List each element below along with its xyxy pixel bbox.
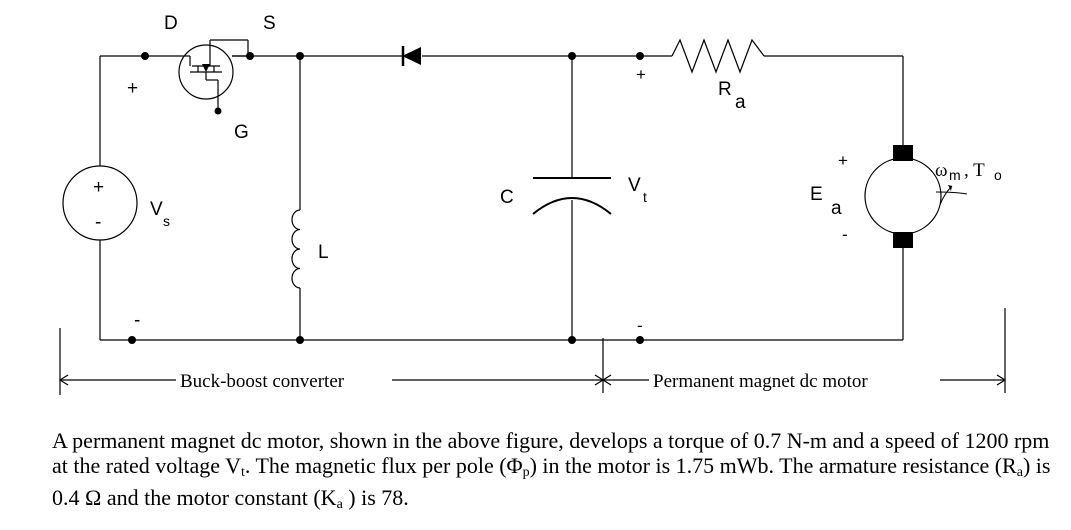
gate-label: G <box>234 122 249 143</box>
vs-minus: - <box>95 212 101 233</box>
mosfet-switch <box>178 39 250 111</box>
motor <box>864 145 968 248</box>
ea-minus: - <box>842 225 848 244</box>
pm-motor-label: Permanent magnet dc motor <box>653 371 868 392</box>
problem-sub-a2: a <box>336 497 343 512</box>
capacitor-label: C <box>500 187 514 208</box>
ra-label: R <box>718 79 732 100</box>
problem-text-3: ) in the motor is 1.75 mWb. The armature… <box>529 453 1017 478</box>
problem-sub-t: t <box>240 465 245 480</box>
vs-plus: + <box>93 177 104 198</box>
section-markers <box>58 308 1007 395</box>
side-wires <box>99 56 904 340</box>
vs-label: V <box>150 199 163 220</box>
problem-text-4: ) is 0.4 Ω and the motor constant (K <box>52 453 1051 510</box>
resistor-ra <box>671 38 765 74</box>
vt-label-sub: t <box>643 189 647 205</box>
problem-sub-a1: a <box>1016 465 1023 480</box>
source-plus: + <box>127 78 138 99</box>
source-terminal-label: S <box>263 13 276 34</box>
ea-label: E <box>810 184 823 205</box>
ea-plus: + <box>838 151 848 170</box>
problem-text-5: ) is 78. <box>342 485 409 510</box>
problem-statement: A permanent magnet dc motor, shown in th… <box>52 428 1052 517</box>
circuit-diagram: + - V s + - D S G L C V t <box>58 13 1007 395</box>
vt-plus: + <box>636 65 646 84</box>
inductor <box>291 209 301 289</box>
drain-label: D <box>164 13 178 34</box>
vs-label-sub: s <box>163 213 170 229</box>
problem-text-1: A permanent magnet dc motor, shown in th… <box>52 428 1050 478</box>
omega-label: ω <box>935 160 948 181</box>
problem-sub-p: p <box>522 465 530 480</box>
torque-label-sub: o <box>994 167 1002 183</box>
diode <box>401 46 421 66</box>
torque-label: , T <box>964 160 985 181</box>
omega-label-sub: m <box>949 167 961 183</box>
buck-boost-label: Buck-boost converter <box>180 371 345 392</box>
ra-label-sub: a <box>735 92 746 113</box>
vt-minus: - <box>637 316 643 335</box>
source-minus: - <box>134 310 140 331</box>
vt-label: V <box>628 175 641 196</box>
inductor-label: L <box>318 242 329 263</box>
ea-label-sub: a <box>831 198 842 219</box>
voltage-source: + - <box>62 165 138 241</box>
capacitor <box>532 177 612 215</box>
terminal-dots <box>128 52 644 344</box>
problem-text-2: . The magnetic flux per pole (Φ <box>244 453 523 478</box>
